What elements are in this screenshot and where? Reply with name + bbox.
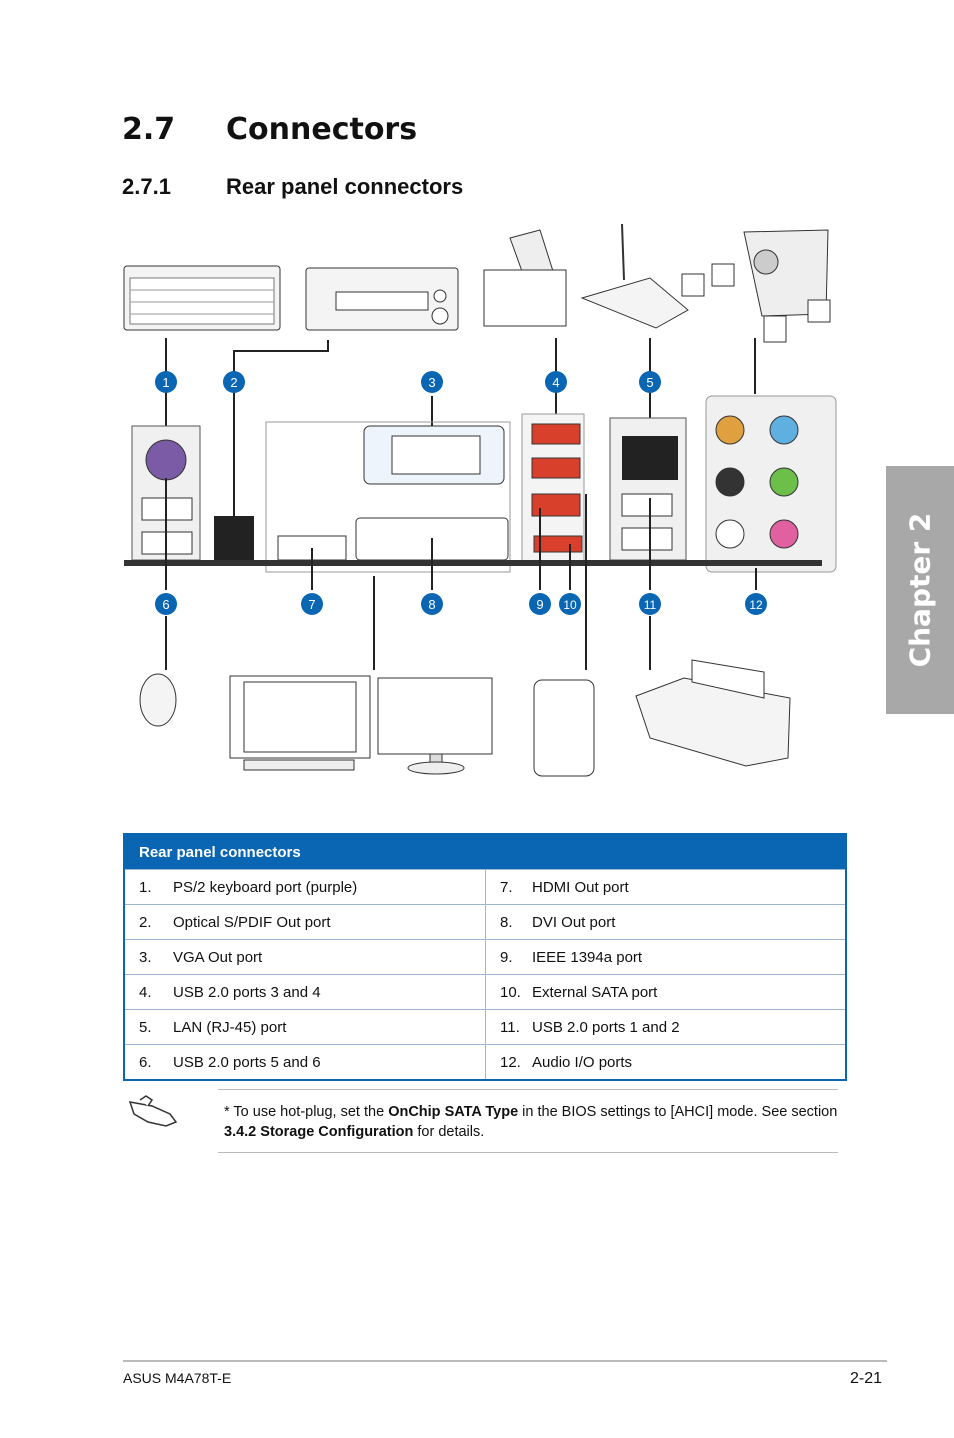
laptop-icon [483,229,567,327]
monitor-icon [377,677,493,775]
speakers-icon [681,229,831,343]
row-label: Optical S/PDIF Out port [173,913,331,931]
row-label: DVI Out port [532,913,616,931]
row-label: PS/2 keyboard port (purple) [173,878,358,896]
row-number: 10. [500,983,521,1001]
note-bold-section: 3.4.2 Storage Configuration [224,1124,414,1140]
callout-2: 2 [223,371,245,393]
table-row: 4. USB 2.0 ports 3 and 4 10. External SATA… [125,974,845,1009]
av-receiver-icon [305,267,459,331]
chapter-tab-label: Chapter 2 [903,512,937,668]
row-number: 12. [500,1053,521,1071]
svg-text:6: 6 [162,597,169,612]
ieee1394-port [531,493,581,517]
row-number: 5. [139,1018,152,1036]
table-row: 2. Optical S/PDIF Out port 8. DVI Out port [125,904,845,939]
spdif-port [214,516,254,560]
callout-9: 9 [529,593,551,615]
mouse-icon [139,673,177,727]
section-number: 2.7 [122,112,176,147]
svg-text:3: 3 [428,375,435,390]
callout-7: 7 [301,593,323,615]
svg-text:5: 5 [646,375,653,390]
svg-text:4: 4 [552,375,559,390]
row-label: VGA Out port [173,948,263,966]
callout-3: 3 [421,371,443,393]
note-prefix: * To use hot-plug, set the [224,1104,389,1120]
chapter-tab: Chapter 2 [886,466,954,714]
svg-text:12: 12 [749,598,763,612]
row-number: 1. [139,878,152,896]
tv-icon [229,675,371,771]
row-number: 3. [139,948,152,966]
row-label: USB 2.0 ports 1 and 2 [532,1018,680,1036]
esata-port [533,535,583,553]
table-row: 1. PS/2 keyboard port (purple) 7. HDMI Out… [125,869,845,904]
svg-text:10: 10 [563,598,577,612]
svg-text:8: 8 [428,597,435,612]
row-number: 7. [500,878,513,896]
svg-text:2: 2 [230,375,237,390]
note-text: * To use hot-plug, set the OnChip SATA T… [218,1089,838,1153]
subsection-title: Rear panel connectors [226,174,464,199]
row-label: IEEE 1394a port [532,948,643,966]
row-label: USB 2.0 ports 3 and 4 [173,983,321,1001]
svg-text:9: 9 [536,597,543,612]
row-number: 6. [139,1053,152,1071]
external-drive-icon [533,679,595,777]
footer-page-number: 2-21 [850,1370,883,1387]
table-row: 5. LAN (RJ-45) port 11. USB 2.0 ports 1 an… [125,1009,845,1044]
connectors-table: Rear panel connectors 1. PS/2 keyboard po… [123,833,847,1081]
rear-panel-diagram: 1 2 3 4 5 6 7 8 9 10 11 12 [123,223,837,777]
callout-11: 11 [639,593,661,615]
note-suffix: for details. [413,1124,485,1140]
svg-text:11: 11 [644,598,657,612]
note-hand-icon [128,1095,178,1127]
router-icon [580,223,689,329]
callout-10: 10 [559,593,581,615]
subsection-number: 2.7.1 [122,174,171,199]
note-bold-setting: OnChip SATA Type [388,1104,519,1120]
printer-icon [635,659,791,767]
table-row: 6. USB 2.0 ports 5 and 6 12. Audio I/O por… [125,1044,845,1079]
row-number: 9. [500,948,513,966]
section-heading: 2.7 Connectors [122,112,417,147]
row-number: 11. [500,1018,520,1036]
row-label: External SATA port [532,983,658,1001]
row-label: Audio I/O ports [532,1053,633,1071]
subsection-heading: 2.7.1 Rear panel connectors [122,174,463,200]
callout-8: 8 [421,593,443,615]
footer-divider [123,1360,887,1362]
callout-4: 4 [545,371,567,393]
footer-product: ASUS M4A78T-E [123,1370,232,1386]
callout-1: 1 [155,371,177,393]
row-label: USB 2.0 ports 5 and 6 [173,1053,321,1071]
note-middle: in the BIOS settings to [AHCI] mode. See… [518,1104,838,1120]
section-title: Connectors [226,112,418,147]
row-number: 2. [139,913,152,931]
table-header: Rear panel connectors [125,835,845,869]
row-label: LAN (RJ-45) port [173,1018,287,1036]
svg-text:1: 1 [162,375,169,390]
row-number: 4. [139,983,152,1001]
callout-6: 6 [155,593,177,615]
callout-5: 5 [639,371,661,393]
svg-text:7: 7 [308,597,315,612]
row-number: 8. [500,913,513,931]
callout-12: 12 [745,593,767,615]
table-row: 3. VGA Out port 9. IEEE 1394a port [125,939,845,974]
keyboard-icon [123,265,281,331]
row-label: HDMI Out port [532,878,629,896]
ps2-port [145,439,187,481]
